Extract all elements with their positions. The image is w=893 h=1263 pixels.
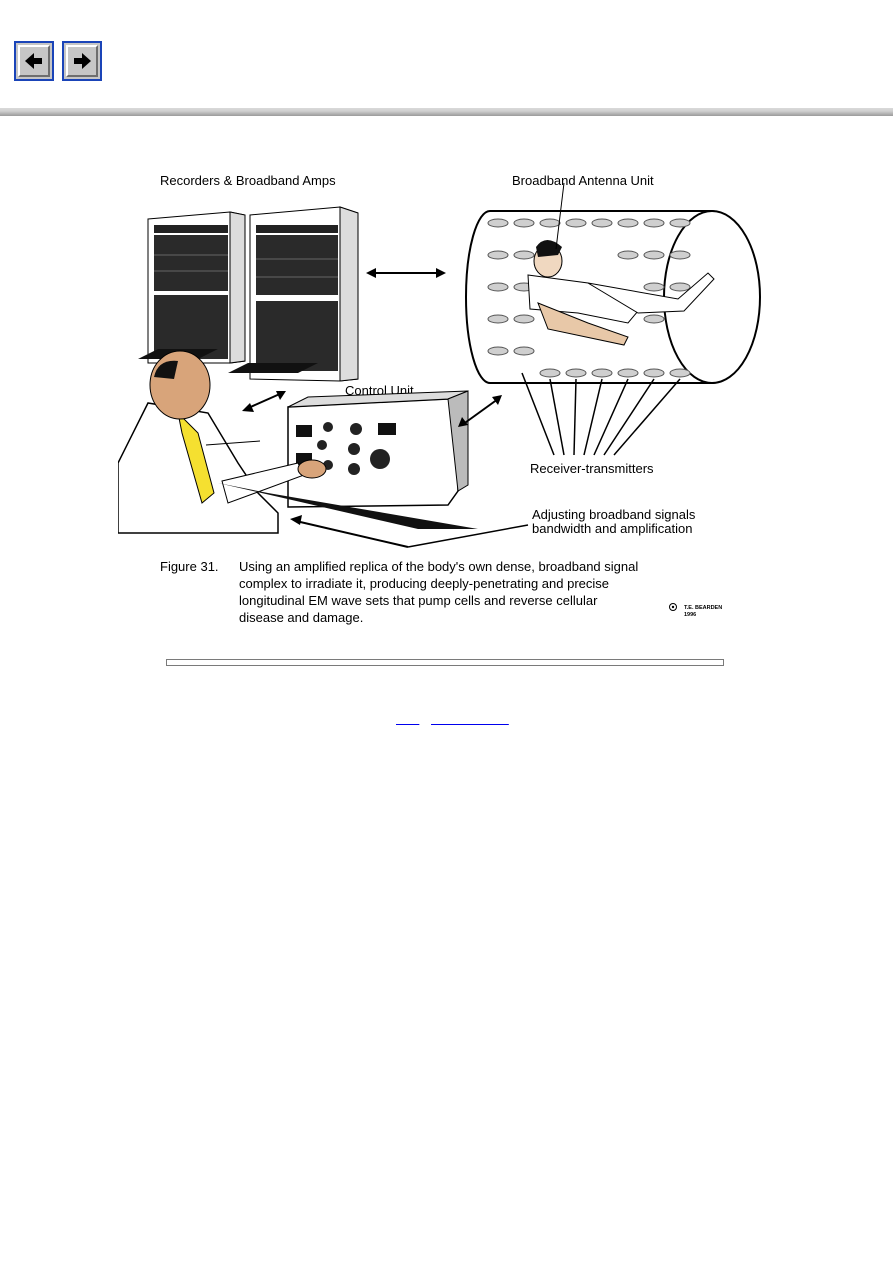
arrow-control-antenna xyxy=(458,395,502,427)
left-arrow-icon xyxy=(25,53,42,69)
back-button[interactable] xyxy=(14,41,54,81)
label-adjusting-1: Adjusting broadband signals xyxy=(532,507,696,522)
recorder-cabinet-left xyxy=(138,211,246,364)
label-adjusting-2: bandwidth and amplification xyxy=(532,521,692,536)
label-antenna: Broadband Antenna Unit xyxy=(512,173,654,188)
footer-link-1[interactable] xyxy=(396,710,419,726)
forward-button[interactable] xyxy=(62,41,102,81)
label-recorders: Recorders & Broadband Amps xyxy=(160,173,336,188)
footer-links xyxy=(396,710,509,726)
right-arrow-icon xyxy=(74,53,91,69)
arrow-cabinets-antenna xyxy=(366,268,446,278)
antenna-cylinder xyxy=(465,182,761,384)
copyright-mark: T.E. BEARDEN 1996 xyxy=(669,603,722,618)
caption-line-4: disease and damage. xyxy=(239,610,363,625)
copyright-name: T.E. BEARDEN xyxy=(684,605,722,611)
arrow-control-cabinets xyxy=(242,391,286,412)
copyright-year: 1996 xyxy=(684,612,696,618)
adjusting-arrows xyxy=(290,515,529,548)
caption-line-3: longitudinal EM wave sets that pump cell… xyxy=(239,593,598,608)
receiver-arrows xyxy=(521,372,681,456)
control-unit xyxy=(287,390,469,508)
caption-line-1: Using an amplified replica of the body's… xyxy=(239,559,638,574)
horizontal-rule-top xyxy=(0,108,893,116)
caption-line-2: complex to irradiate it, producing deepl… xyxy=(239,576,609,591)
horizontal-rule-bottom xyxy=(166,659,724,666)
recorder-cabinet-right xyxy=(228,206,359,382)
label-receiver-transmitters: Receiver-transmitters xyxy=(530,461,654,476)
footer-link-2[interactable] xyxy=(431,710,509,726)
figure-31-illustration: Recorders & Broadband Amps Broadband Ant… xyxy=(118,173,761,625)
caption-figure-number: Figure 31. xyxy=(160,559,219,574)
operator-figure xyxy=(118,350,478,534)
